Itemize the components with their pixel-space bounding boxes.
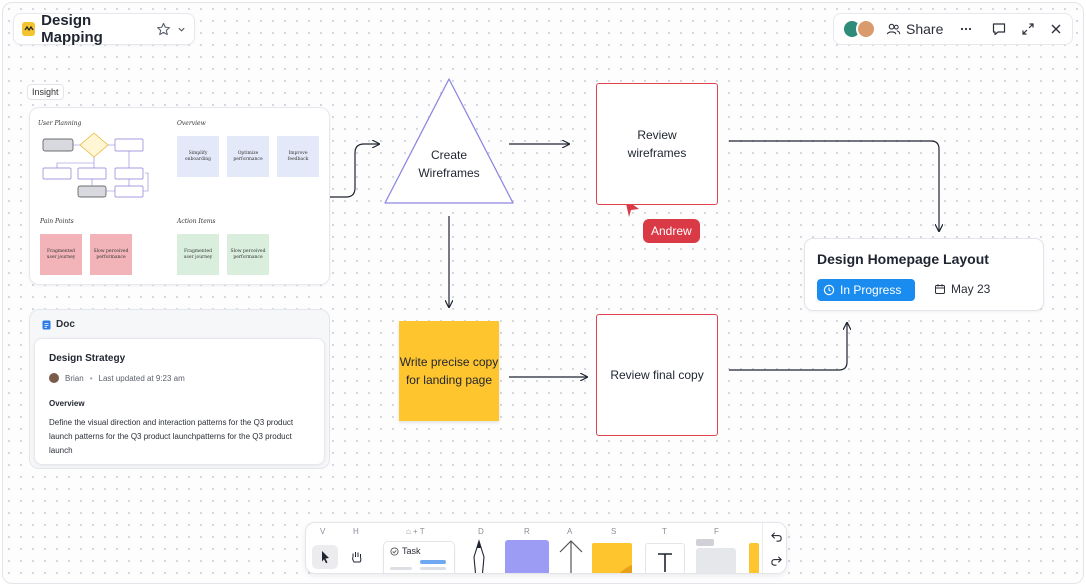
hand-tool[interactable]: [344, 545, 370, 569]
collaborator-cursor-label: Andrew: [643, 219, 700, 243]
review-wireframes-label: Review wireframes: [627, 128, 687, 160]
rectangle-tool[interactable]: [505, 540, 549, 573]
more-icon[interactable]: [959, 22, 973, 36]
connector-insight-to-create: [330, 144, 379, 198]
task-tool-label: Task: [402, 546, 421, 556]
review-final-copy-label: Review final copy: [610, 368, 704, 382]
action-item-note: Slow perceived performance: [227, 234, 269, 275]
task-card[interactable]: Design Homepage Layout In Progress May 2…: [804, 238, 1044, 311]
doc-section-heading: Overview: [49, 399, 85, 408]
frame-shortcut: F: [714, 527, 719, 536]
pen-icon: [473, 539, 485, 573]
write-copy-sticky[interactable]: Write precise copy for landing page: [399, 321, 499, 421]
frame-body-icon: [696, 548, 736, 573]
undo-icon[interactable]: [770, 530, 783, 543]
draw-tool[interactable]: [468, 539, 490, 573]
cursor-arrow-icon: [322, 551, 329, 564]
calendar-icon: [935, 284, 945, 294]
board-title[interactable]: Design Mapping: [41, 12, 103, 46]
review-final-copy-node[interactable]: Review final copy: [596, 314, 718, 436]
task-preview-line: [390, 567, 412, 570]
doc-body-text: Define the visual direction and interact…: [49, 418, 294, 455]
text-shortcut: T: [662, 527, 667, 536]
select-tool[interactable]: [312, 545, 338, 569]
share-button[interactable]: Share: [886, 21, 943, 37]
doc-header-label: Doc: [56, 319, 75, 330]
in-progress-icon: [823, 284, 835, 296]
insight-board[interactable]: User Planning Overview Pain Points Actio…: [29, 107, 330, 285]
select-shortcut: V: [320, 527, 326, 536]
task-preview-line: [420, 567, 446, 570]
pain-points-title: Pain Points: [40, 218, 74, 225]
close-icon[interactable]: [1049, 22, 1063, 36]
overview-note: Optimize performance: [227, 136, 269, 177]
doc-card[interactable]: Doc Design Strategy Brian • Last updated…: [29, 309, 330, 469]
status-label: In Progress: [840, 283, 902, 297]
user-planning-flowchart: [42, 132, 149, 198]
hand-icon: [352, 552, 362, 563]
board-logo-icon: [22, 22, 36, 36]
task-shortcut: ⌂ + T: [406, 527, 425, 536]
overview-note: Improve feedback: [277, 136, 319, 177]
star-icon[interactable]: [156, 22, 171, 37]
arrow-shortcut: A: [567, 527, 573, 536]
create-wireframes-label: Create Wireframes: [418, 148, 480, 180]
doc-author: Brian: [65, 373, 84, 383]
doc-header: Doc: [42, 319, 75, 330]
arrow-tool[interactable]: [556, 537, 586, 573]
connector-review-to-task: [729, 140, 939, 231]
task-tool[interactable]: Task: [383, 541, 455, 573]
more-tools-peek[interactable]: [749, 543, 759, 573]
text-tool[interactable]: [645, 543, 685, 573]
action-items-title: Action Items: [177, 218, 216, 225]
overview-note: Simplify onboarding: [177, 136, 219, 177]
doc-meta: Brian • Last updated at 9:23 am: [49, 373, 185, 383]
insight-label: Insight: [27, 84, 64, 100]
sticky-note-tool[interactable]: [592, 543, 632, 573]
collaborator-avatars[interactable]: [842, 19, 876, 39]
share-people-icon: [886, 23, 901, 34]
create-wireframes-triangle[interactable]: [384, 78, 514, 204]
action-item-note: Fragmented user journey: [177, 234, 219, 275]
meta-dot: •: [89, 373, 93, 383]
text-icon: [658, 553, 672, 572]
chevron-down-icon[interactable]: [177, 25, 186, 34]
bottom-toolbar: V H ⌂ + T D R A S T F Task: [305, 522, 787, 574]
task-preview-bar: [420, 560, 446, 564]
frame-tab-icon: [696, 539, 714, 546]
task-title: Design Homepage Layout: [817, 251, 989, 267]
doc-preview[interactable]: Design Strategy Brian • Last updated at …: [34, 338, 325, 465]
frame-tool[interactable]: [696, 539, 736, 573]
doc-updated: Last updated at 9:23 am: [98, 373, 185, 383]
expand-icon[interactable]: [1021, 22, 1035, 36]
avatar[interactable]: [856, 19, 876, 39]
rect-shortcut: R: [524, 527, 530, 536]
hand-shortcut: H: [353, 527, 359, 536]
history-controls: [762, 523, 786, 573]
pain-point-note: Fragmented user journey: [40, 234, 82, 275]
due-date[interactable]: May 23: [934, 282, 990, 296]
draw-shortcut: D: [478, 527, 484, 536]
status-badge[interactable]: In Progress: [817, 279, 915, 301]
board-title-bar: Design Mapping: [13, 12, 195, 46]
due-date-label: May 23: [951, 282, 991, 296]
overview-title: Overview: [177, 120, 206, 127]
share-label: Share: [906, 21, 944, 37]
comment-icon[interactable]: [991, 21, 1007, 37]
author-avatar: [49, 373, 59, 383]
connector-final-to-task: [729, 323, 847, 371]
review-wireframes-node[interactable]: Review wireframes: [596, 83, 718, 205]
task-check-icon: [390, 547, 399, 556]
pain-point-note: Slow perceived performance: [90, 234, 132, 275]
sticky-curl-icon: [619, 565, 632, 573]
sticky-shortcut: S: [611, 527, 617, 536]
doc-title: Design Strategy: [49, 353, 126, 364]
top-actions: Share: [833, 13, 1073, 45]
doc-icon: [42, 320, 51, 329]
arrow-up-icon: [559, 540, 583, 573]
user-planning-title: User Planning: [38, 120, 82, 127]
redo-icon[interactable]: [770, 554, 783, 567]
